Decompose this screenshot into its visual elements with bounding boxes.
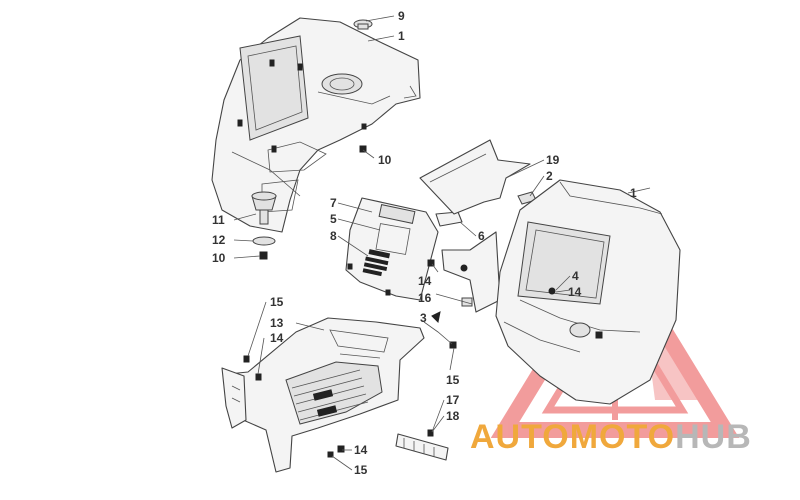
rear-fender-right xyxy=(495,179,681,405)
callout-3: 3 xyxy=(420,311,427,325)
callout-14-bracket: 14 xyxy=(418,274,432,288)
grommet-part-9 xyxy=(353,19,373,30)
callout-2: 2 xyxy=(546,169,553,183)
callout-10-lower: 10 xyxy=(212,251,226,265)
cover-part-6 xyxy=(435,211,463,227)
callout-13: 13 xyxy=(270,316,284,330)
callout-15-bottom: 15 xyxy=(354,463,368,477)
front-fender-upper xyxy=(211,17,421,233)
callout-19: 19 xyxy=(546,153,560,167)
arrow-marker xyxy=(431,311,441,324)
leader-lines xyxy=(233,15,651,471)
callout-4: 4 xyxy=(572,269,579,283)
callout-14-floor: 14 xyxy=(270,331,284,345)
bolt-part-10-lower xyxy=(259,251,268,260)
watermark-moto: MOTO xyxy=(570,418,675,456)
callout-5: 5 xyxy=(330,212,337,226)
callout-6: 6 xyxy=(478,229,485,243)
watermark-text: AUTOMOTOHUB xyxy=(470,418,752,456)
callouts: 9 1 10 11 12 10 7 5 8 6 19 2 1 14 16 4 1… xyxy=(212,9,637,477)
callout-15-right: 15 xyxy=(446,373,460,387)
watermark-hub: HUB xyxy=(675,418,752,456)
footrest-trim-part-17 xyxy=(395,429,449,461)
callout-16: 16 xyxy=(418,291,432,305)
callout-14-bottom: 14 xyxy=(354,443,368,457)
callout-7: 7 xyxy=(330,196,337,210)
callout-11: 11 xyxy=(212,213,225,227)
bushing-part-11 xyxy=(251,191,277,225)
washer-part-12 xyxy=(252,236,276,246)
footwell-floor-panel xyxy=(221,317,457,473)
bolt-part-10-upper xyxy=(359,145,367,153)
callout-9: 9 xyxy=(398,9,405,23)
callout-10-upper: 10 xyxy=(378,153,392,167)
callout-8: 8 xyxy=(330,229,337,243)
bracket-part-16 xyxy=(427,231,501,313)
callout-17: 17 xyxy=(446,393,460,407)
callout-15-top: 15 xyxy=(270,295,284,309)
watermark-auto: AUTO xyxy=(470,418,570,456)
callout-18: 18 xyxy=(446,409,460,423)
callout-1-upper: 1 xyxy=(398,29,405,43)
callout-1-right: 1 xyxy=(630,186,637,200)
heat-shield-part-19 xyxy=(419,139,531,215)
callout-12: 12 xyxy=(212,233,226,247)
svg-text:AUTOMOTOHUB: AUTOMOTOHUB xyxy=(470,418,752,456)
callout-14-fender: 14 xyxy=(568,285,582,299)
